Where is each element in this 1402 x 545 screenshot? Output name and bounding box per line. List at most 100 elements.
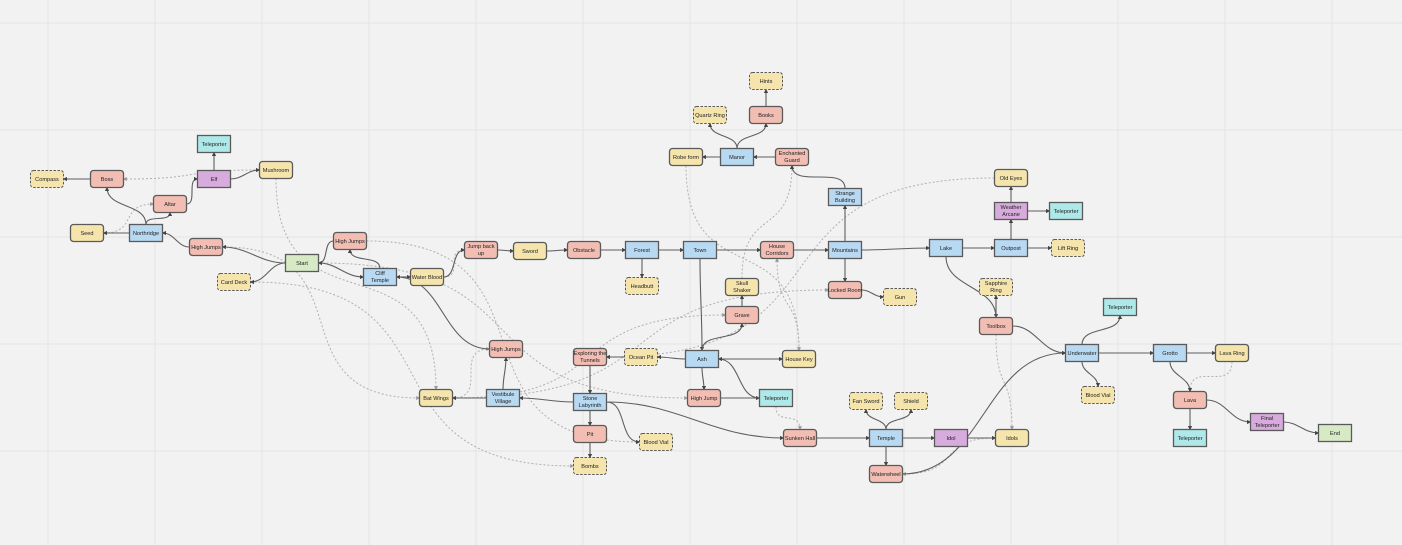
connector-hj2-to-start[interactable]: [317, 240, 334, 266]
dependency-mushroom-to-boss1[interactable]: [122, 169, 260, 181]
connector-waterblood-to-jumpback[interactable]: [443, 247, 466, 278]
node-sword[interactable]: Sword: [512, 241, 548, 261]
node-bombs[interactable]: Bombs: [573, 457, 607, 475]
connector-waterwheel-to-underwater[interactable]: [902, 350, 1067, 475]
dependency-carddeck-to-bombs[interactable]: [250, 281, 575, 468]
connector-manor-to-quartz[interactable]: [707, 122, 738, 149]
node-tele2[interactable]: Teleporter: [1048, 201, 1084, 221]
node-lava[interactable]: Lava: [1172, 390, 1208, 410]
node-northridge[interactable]: Northridge: [128, 223, 164, 243]
connector-northridge-to-altar[interactable]: [145, 211, 173, 225]
node-lake[interactable]: Lake: [928, 238, 964, 258]
node-ash[interactable]: Ash: [684, 349, 720, 369]
node-town[interactable]: Town: [682, 240, 718, 260]
node-lavaring[interactable]: Lava Ring: [1214, 343, 1250, 363]
node-boss1[interactable]: Boss: [89, 169, 125, 189]
node-robe[interactable]: Robe form: [668, 147, 704, 167]
dependency-batwings-to-hj4[interactable]: [452, 347, 491, 399]
connector-ash-to-oceanpit[interactable]: [656, 354, 686, 360]
connector-vestibule-to-hj4[interactable]: [502, 356, 509, 390]
connector-toolbox-to-underwater[interactable]: [1012, 325, 1067, 356]
connector-underwater-to-bloodvial1[interactable]: [1081, 361, 1101, 388]
node-manor[interactable]: Manor: [719, 147, 755, 167]
connector-town-to-ash[interactable]: [699, 258, 705, 352]
node-end[interactable]: End: [1317, 423, 1353, 443]
connector-ash-to-hj3[interactable]: [701, 367, 707, 391]
node-mushroom[interactable]: Mushroom: [258, 160, 294, 180]
dependency-start-to-hj3[interactable]: [318, 262, 689, 400]
node-waterblood[interactable]: Water Blood: [409, 267, 445, 287]
dependency-hj2-to-bloodvial2[interactable]: [366, 240, 641, 444]
node-hj4[interactable]: High Jumps: [488, 339, 524, 359]
node-seed[interactable]: Seed: [69, 223, 105, 243]
node-carddeck[interactable]: Card Deck: [217, 273, 251, 291]
node-housekey[interactable]: House Key: [781, 349, 817, 369]
connector-tele5-to-ash[interactable]: [717, 356, 760, 399]
connector-northridge-to-boss1[interactable]: [104, 186, 147, 225]
node-gun[interactable]: Gun: [883, 288, 917, 306]
connector-stone-to-vestibule[interactable]: [518, 395, 574, 403]
connector-stone-to-bloodvial2[interactable]: [606, 401, 641, 445]
node-batwings[interactable]: Bat Wings: [418, 388, 454, 408]
connector-elf-to-mushroom[interactable]: [230, 167, 261, 180]
node-pit[interactable]: Pit: [572, 424, 608, 444]
node-toolbox[interactable]: Toolbox: [978, 316, 1014, 336]
node-temple[interactable]: Temple: [868, 428, 904, 448]
connector-locked-to-gun[interactable]: [861, 289, 885, 300]
node-underwater[interactable]: Underwater: [1064, 343, 1100, 363]
dependency-robe-to-housekey[interactable]: [685, 165, 801, 352]
connector-finaltele-to-end[interactable]: [1283, 421, 1320, 436]
dependency-mushroom-to-batwings[interactable]: [275, 178, 438, 391]
node-headbutt[interactable]: Headbutt: [625, 277, 659, 295]
node-idol[interactable]: Idol: [933, 428, 969, 448]
node-quartz[interactable]: Quartz Ring: [693, 106, 727, 124]
dependency-skull-to-guard[interactable]: [741, 164, 794, 279]
node-idols[interactable]: Idols: [994, 428, 1030, 448]
connector-temple-to-shield[interactable]: [885, 408, 914, 430]
dependency-tele5-to-sunken[interactable]: [775, 406, 802, 431]
node-hj2[interactable]: High Jumps: [332, 231, 368, 251]
dependency-oldeyes-to-tunnels[interactable]: [605, 177, 995, 359]
connector-underwater-to-tele3[interactable]: [1081, 314, 1123, 345]
node-start[interactable]: Start: [284, 253, 320, 273]
node-tele3[interactable]: Teleporter: [1102, 297, 1138, 317]
node-grotto[interactable]: Grotto: [1152, 343, 1188, 363]
dependency-idols-to-waterwheel[interactable]: [901, 437, 996, 476]
dependency-toolbox-to-idols[interactable]: [995, 334, 1014, 431]
connector-jumpback-to-sword[interactable]: [497, 248, 515, 254]
node-tele1[interactable]: Teleporter: [196, 134, 232, 154]
node-obstacle[interactable]: Obstacle: [566, 240, 602, 260]
node-books[interactable]: Books: [748, 105, 784, 125]
node-forest[interactable]: Forest: [624, 240, 660, 260]
node-bloodvial1[interactable]: Blood Vial: [1081, 386, 1115, 404]
node-waterwheel[interactable]: Waterwheel: [868, 464, 904, 484]
connector-start-to-cliff[interactable]: [318, 262, 365, 280]
connector-hj1-to-northridge[interactable]: [161, 230, 190, 248]
dependency-seed-to-altar[interactable]: [103, 202, 155, 234]
node-hj1[interactable]: High Jumps: [188, 237, 224, 257]
connector-manor-to-books[interactable]: [736, 122, 769, 149]
connector-lava-to-finaltele[interactable]: [1206, 399, 1252, 425]
node-bloodvial2[interactable]: Blood Vial: [639, 433, 673, 451]
connector-temple-to-fansword[interactable]: [863, 408, 887, 430]
node-sunken[interactable]: Sunken Hall: [782, 428, 818, 448]
connector-mountains-to-lake[interactable]: [861, 245, 931, 251]
connector-strange-to-guard[interactable]: [789, 164, 846, 189]
connector-altar-to-elf[interactable]: [186, 176, 199, 205]
node-altar[interactable]: Altar: [152, 194, 188, 214]
dependency-lavaring-to-lava[interactable]: [1188, 361, 1233, 393]
dependency-hj1-to-batwings[interactable]: [222, 246, 421, 400]
node-oceanpit[interactable]: Ocean Pit: [624, 348, 658, 366]
node-oldeyes[interactable]: Old Eyes: [993, 168, 1029, 188]
node-hj3[interactable]: High Jump: [686, 388, 722, 408]
